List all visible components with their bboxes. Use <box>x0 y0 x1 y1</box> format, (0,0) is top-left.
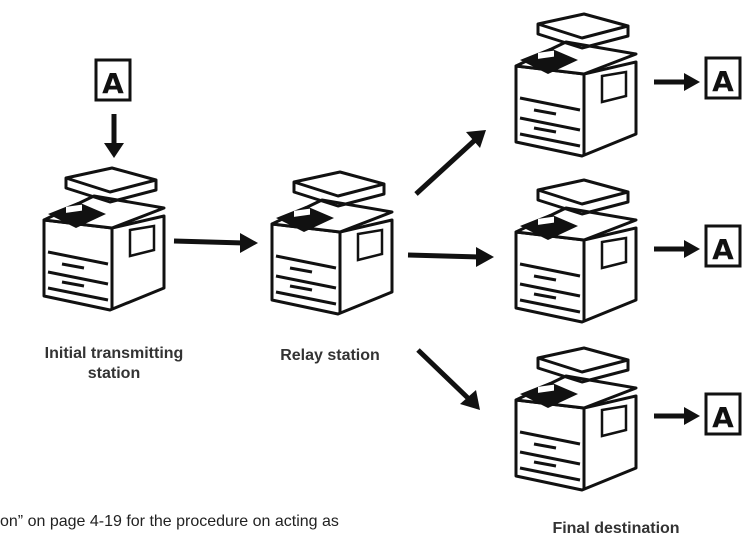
initial-station-label: Initial transmitting station <box>26 344 202 384</box>
arrow-up-right-icon <box>414 130 486 196</box>
relay-station-mfp-icon <box>270 170 394 316</box>
arrow-right-icon <box>173 233 258 253</box>
arrow-right-icon <box>407 247 494 267</box>
final-destination-mfp-icon <box>514 178 638 324</box>
arrow-down-right-icon <box>416 348 480 410</box>
final-destination-mfp-icon <box>514 12 638 158</box>
arrow-right-icon <box>654 407 700 425</box>
arrow-down-icon <box>104 114 124 158</box>
initial-station-label-line1: Initial transmitting <box>44 345 184 362</box>
document-letter: A <box>712 401 734 434</box>
relay-station-label: Relay station <box>280 347 380 364</box>
received-document-icon: A <box>704 56 742 100</box>
arrow-right-icon <box>654 73 700 91</box>
initial-station-mfp-icon <box>42 166 166 312</box>
initial-station-label-line2: station <box>87 365 141 382</box>
received-document-icon: A <box>704 224 742 268</box>
arrow-right-icon <box>654 240 700 258</box>
final-destination-label: Final destination <box>552 520 680 537</box>
document-letter: A <box>712 65 734 98</box>
footnote-text: on” on page 4-19 for the procedure on ac… <box>0 513 339 530</box>
document-letter: A <box>712 233 734 266</box>
document-letter: A <box>102 67 124 100</box>
final-destination-mfp-icon <box>514 346 638 492</box>
received-document-icon: A <box>704 392 742 436</box>
source-document-icon: A <box>94 58 132 102</box>
